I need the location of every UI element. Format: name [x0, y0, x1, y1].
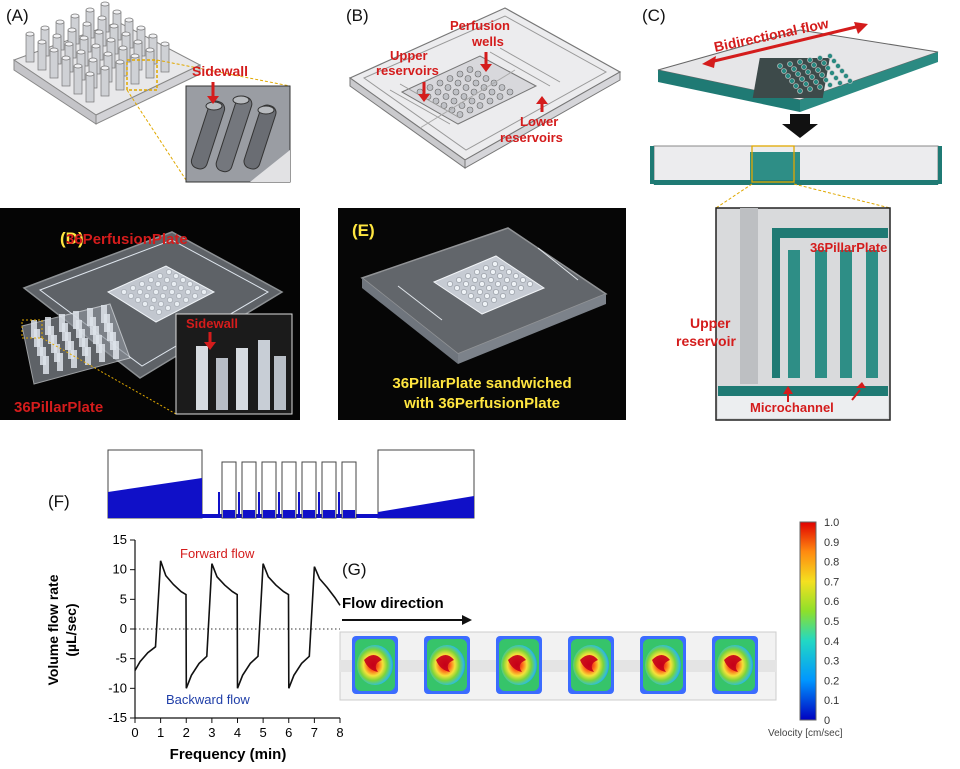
velocity-well	[568, 636, 614, 694]
colorbar-tick-label: 0.3	[824, 656, 839, 668]
flow-rate-curve	[134, 560, 341, 689]
perfusion-plate-render: Upper reservoirs Perfusion wells Lower r…	[348, 7, 622, 169]
sidewall-label-a: Sidewall	[192, 63, 248, 79]
panel-d: (D) 36PerfusionPlate Sidewall 36PillarPl…	[0, 208, 300, 420]
x-tick-label: 1	[157, 725, 164, 740]
panel-c: (C) Bidirectional flow 36PillarPlate Upp…	[640, 0, 960, 430]
colorbar-tick-label: 0.2	[824, 675, 839, 687]
velocity-well	[496, 636, 542, 694]
panel-a-label: (A)	[6, 6, 29, 25]
colorbar-tick-label: 0.5	[824, 616, 839, 628]
flow-direction-label: Flow direction	[342, 595, 444, 612]
velocity-heatmap: Flow direction 1.0 0.9 0.8 0.7 0.6 0.5 0.4 0.3 0…	[339, 517, 843, 739]
upper-reservoirs-label: Upper	[390, 48, 428, 63]
y-tick-label: -10	[108, 680, 127, 695]
y-tick-label: -5	[115, 651, 127, 666]
perfusion-plate-label-d: 36PerfusionPlate	[66, 231, 188, 248]
y-axis-label: Volume flow rate	[45, 574, 61, 685]
x-tick-label: 7	[311, 725, 318, 740]
sandwich-caption-2: with 36PerfusionPlate	[403, 395, 560, 412]
velocity-well	[640, 636, 686, 694]
pillar-grid	[777, 53, 853, 94]
panel-b-label: (B)	[346, 6, 369, 25]
x-axis-label: Frequency (min)	[170, 746, 287, 763]
panel-b: (B) Upper reservoirs Perfusion wells Low…	[320, 0, 630, 200]
y-tick-label: 5	[120, 591, 127, 606]
y-tick-label: 10	[113, 562, 127, 577]
panel-d-label: (D)	[60, 229, 84, 248]
pillar-plate-render: Sidewall	[12, 1, 291, 183]
colorbar-tick-label: 0.4	[824, 636, 839, 648]
colorbar-tick-label: 0.9	[824, 537, 839, 549]
x-tick-label: 6	[285, 725, 292, 740]
microchannel-label: Microchannel	[750, 400, 834, 415]
flow-rate-chart: 15 10 5 0 -5 -10 -15 0 1 2 3 4 5 6 7 8 Forward flow Bac…	[45, 532, 344, 763]
velocity-well	[352, 636, 398, 694]
y-tick-label: 0	[120, 621, 127, 636]
photo-perfusion-pillar: (D) 36PerfusionPlate Sidewall 36PillarPl…	[0, 208, 300, 420]
velocity-wells	[352, 636, 758, 694]
panel-f-label: (F)	[48, 492, 70, 511]
y-axis-unit: (µL/sec)	[63, 603, 79, 656]
velocity-well	[712, 636, 758, 694]
y-tick-label: 15	[113, 532, 127, 547]
y-tick-label: -15	[108, 710, 127, 725]
panel-g: (G) Flow direction	[330, 510, 960, 764]
svg-text:reservoirs: reservoirs	[500, 130, 563, 145]
forward-flow-label: Forward flow	[180, 546, 255, 561]
colorbar-tick-label: 0	[824, 715, 830, 727]
panel-a: (A) Sidewall	[0, 0, 310, 200]
panel-f: (F) 15 10 5 0 -5 -10 -15 0 1 2 3 4 5 6 7 8 Forward flow…	[0, 440, 500, 764]
upper-reservoir-label: Upper	[690, 315, 731, 331]
pillar-plate-photo	[31, 305, 119, 374]
perfusion-wells	[416, 66, 514, 118]
colorbar-ticks: 1.0 0.9 0.8 0.7 0.6 0.5 0.4 0.3 0.2 0.1 0	[824, 517, 839, 727]
colorbar-tick-label: 0.6	[824, 596, 839, 608]
panel-e: (E) 36PillarPlate sandwiched with 36Perf…	[338, 208, 626, 420]
colorbar	[799, 521, 817, 721]
velocity-well	[424, 636, 470, 694]
arrow-right-icon	[462, 615, 472, 625]
fluid-level-schematic	[107, 449, 475, 519]
pillar-columns	[218, 461, 357, 519]
x-tick-label: 5	[260, 725, 267, 740]
backward-flow-label: Backward flow	[166, 692, 250, 707]
colorbar-tick-label: 0.7	[824, 576, 839, 588]
sandwich-caption-1: 36PillarPlate sandwiched	[392, 375, 571, 392]
flow-simulation-views: Bidirectional flow 36PillarPlate Upper r…	[650, 15, 942, 421]
pillar-plate-label-d: 36PillarPlate	[14, 399, 103, 416]
colorbar-tick-label: 0.1	[824, 695, 839, 707]
pillar-plate-label-c: 36PillarPlate	[810, 240, 887, 255]
panel-c-label: (C)	[642, 6, 666, 25]
perfusion-wells-label: Perfusion	[450, 18, 510, 33]
photo-sandwiched-plates: (E) 36PillarPlate sandwiched with 36Perf…	[338, 208, 626, 420]
svg-text:reservoirs: reservoirs	[376, 63, 439, 78]
lower-reservoirs-label: Lower	[520, 114, 558, 129]
pillar-array	[25, 1, 170, 103]
panel-e-label: (E)	[352, 221, 375, 240]
svg-text:reservoir: reservoir	[676, 333, 736, 349]
colorbar-title: Velocity [cm/sec]	[768, 728, 843, 739]
panel-g-label: (G)	[342, 560, 367, 579]
colorbar-tick-label: 1.0	[824, 517, 839, 529]
x-tick-label: 2	[183, 725, 190, 740]
x-tick-label: 0	[131, 725, 138, 740]
sidewall-closeup	[190, 95, 290, 182]
svg-text:wells: wells	[471, 34, 504, 49]
colorbar-tick-label: 0.8	[824, 557, 839, 569]
down-arrow-icon	[782, 114, 818, 138]
x-tick-label: 3	[208, 725, 215, 740]
x-tick-label: 8	[336, 725, 343, 740]
x-tick-label: 4	[234, 725, 241, 740]
sidewall-label-d: Sidewall	[186, 316, 238, 331]
